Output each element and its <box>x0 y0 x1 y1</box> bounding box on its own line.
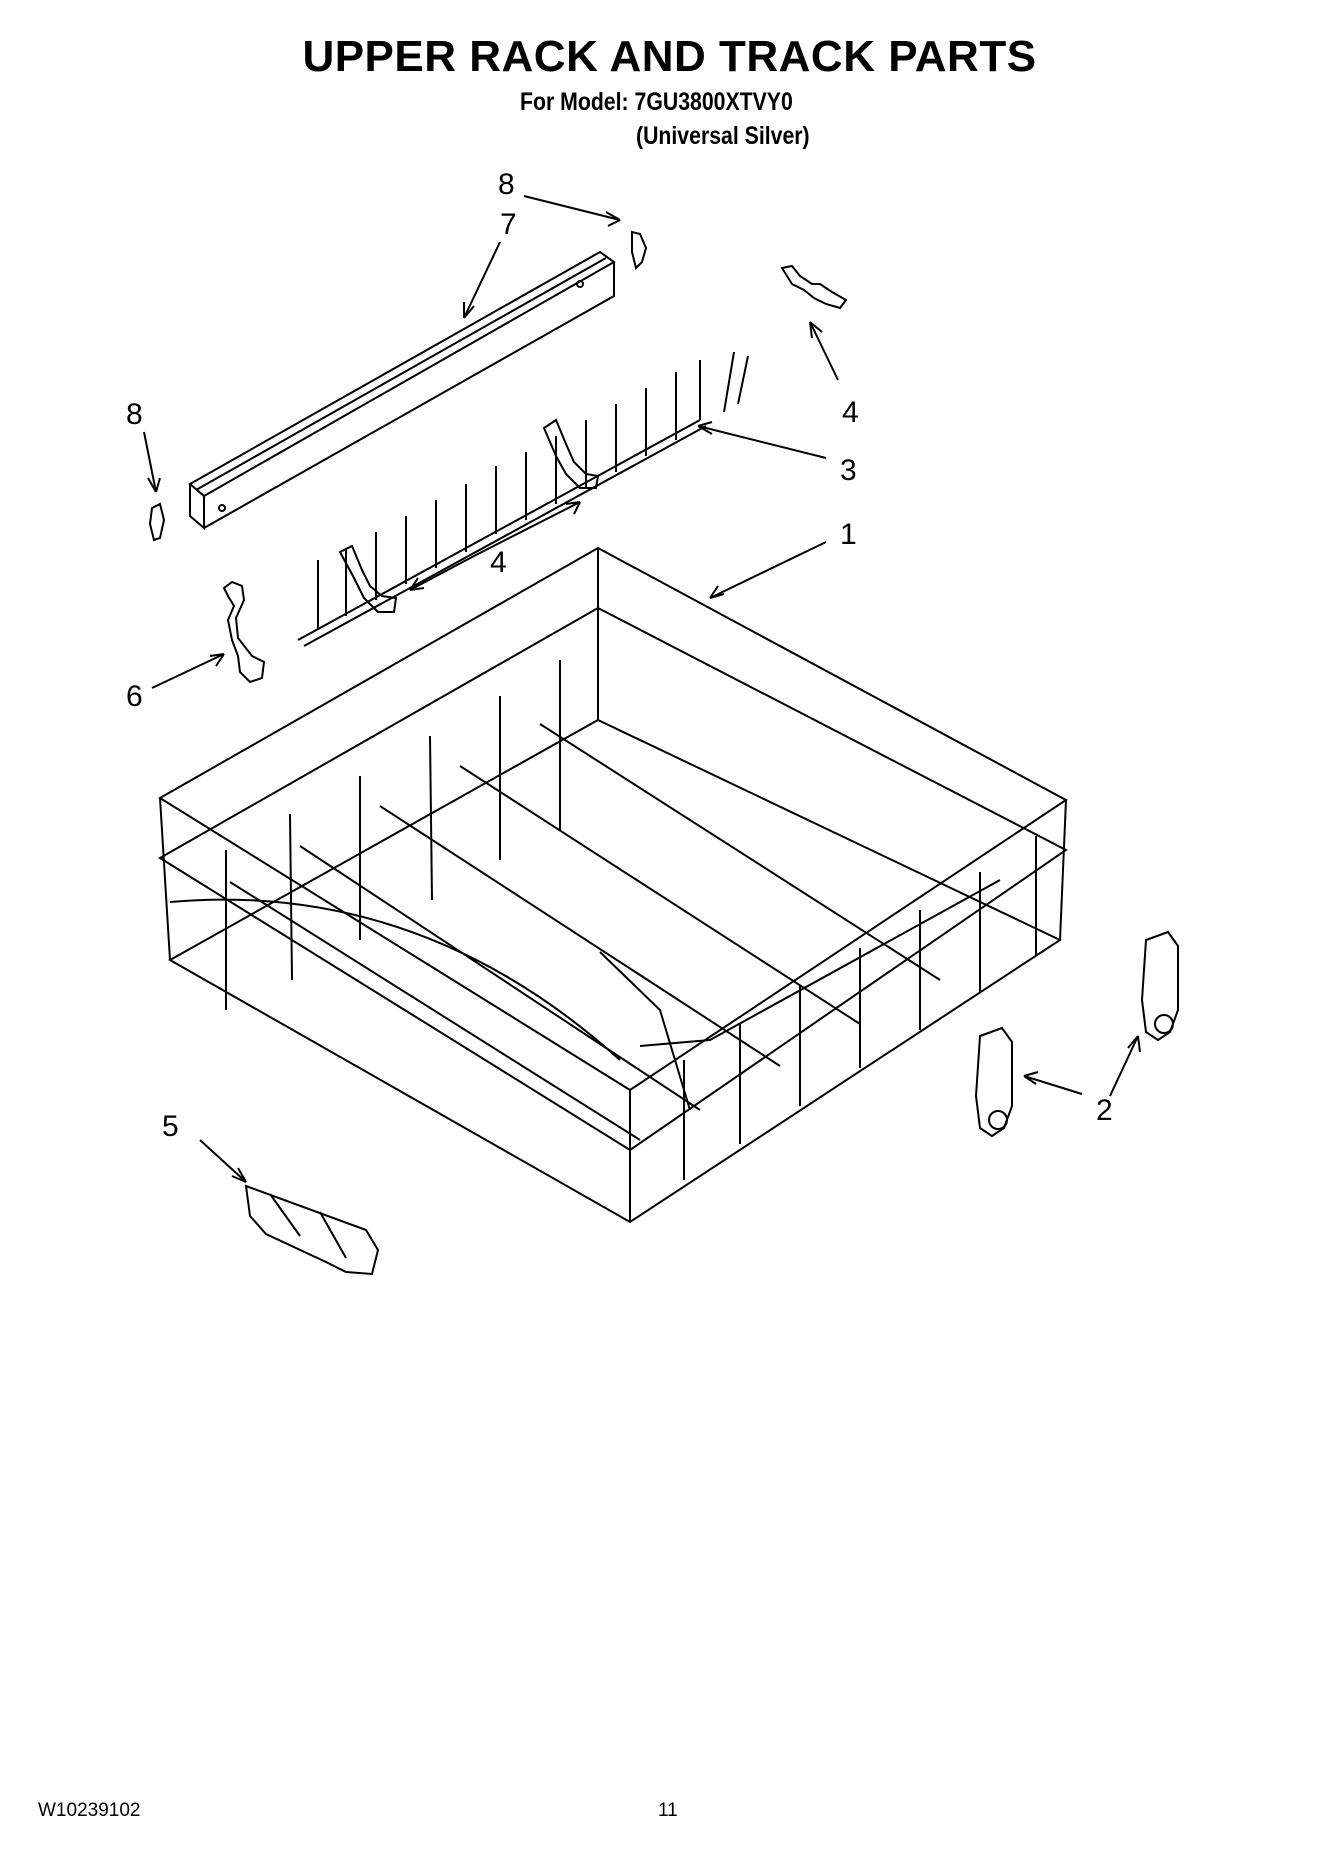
callout-4-mid: 4 <box>490 546 507 579</box>
callout-2: 2 <box>1096 1094 1113 1127</box>
end-cap-part-8-left <box>148 502 166 542</box>
callout-1: 1 <box>840 518 857 551</box>
clip-part-6 <box>222 580 266 684</box>
callout-3: 3 <box>840 454 857 487</box>
wheel-part-2-upper <box>1140 930 1179 1042</box>
tine-row-part-3 <box>297 351 749 647</box>
callout-5: 5 <box>162 1110 179 1143</box>
clip-part-4-center <box>542 418 600 489</box>
leader-arrows <box>143 195 1141 1183</box>
callout-6: 6 <box>126 680 143 713</box>
callout-4-right: 4 <box>842 396 859 429</box>
page-number: 11 <box>658 1800 678 1821</box>
callout-8-left: 8 <box>126 398 143 431</box>
model-number: For Model: 7GU3800XTVY0 <box>520 88 793 116</box>
wheel-part-2-lower <box>974 1026 1013 1138</box>
model-finish: (Universal Silver) <box>636 122 810 150</box>
clip-part-4-right <box>780 264 848 310</box>
end-cap-part-8-top <box>631 230 648 270</box>
document-number: W10239102 <box>38 1800 141 1821</box>
callout-8-top: 8 <box>498 168 515 201</box>
page-title: UPPER RACK AND TRACK PARTS <box>302 32 1037 81</box>
rack-part-1 <box>158 546 1068 1224</box>
clip-part-4-left <box>338 544 398 613</box>
stop-clip-part-5 <box>244 1184 380 1276</box>
rail-part-7 <box>188 250 616 531</box>
callout-7: 7 <box>500 208 517 241</box>
